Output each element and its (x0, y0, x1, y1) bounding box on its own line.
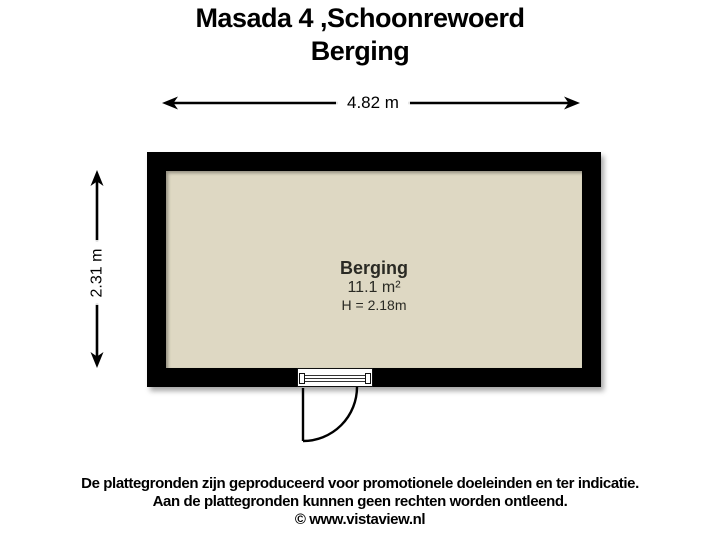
arrow-down-icon (90, 352, 104, 368)
room-ceiling-height: H = 2.18m (341, 297, 407, 313)
door-post-left (299, 373, 305, 384)
disclaimer-line-2: Aan de plattegronden kunnen geen rechten… (152, 493, 568, 510)
page-title: Masada 4 ,Schoonrewoerd Berging (0, 2, 720, 68)
floorplan-floor (166, 171, 582, 368)
width-dimension-label: 4.82 m (338, 91, 408, 115)
door-post-right (365, 373, 371, 384)
arrow-up-icon (90, 170, 104, 186)
title-address: Masada 4 ,Schoonrewoerd (195, 3, 525, 33)
door-swing (301, 386, 359, 443)
disclaimer-line-1: De plattegronden zijn geproduceerd voor … (81, 475, 639, 492)
room-label: Berging 11.1 m² H = 2.18m (147, 258, 601, 314)
arrow-left-icon (162, 96, 178, 110)
copyright: © www.vistaview.nl (294, 511, 426, 528)
footer: De plattegronden zijn geproduceerd voor … (0, 475, 720, 529)
title-room: Berging (310, 36, 410, 66)
floorplan-wall (147, 152, 601, 387)
height-dimension-label: 2.31 m (86, 242, 108, 303)
room-name: Berging (339, 258, 408, 278)
arrow-right-icon (564, 96, 580, 110)
door-sill-stripes (304, 373, 366, 382)
door-sill (297, 368, 373, 387)
room-area: 11.1 m² (347, 279, 401, 296)
